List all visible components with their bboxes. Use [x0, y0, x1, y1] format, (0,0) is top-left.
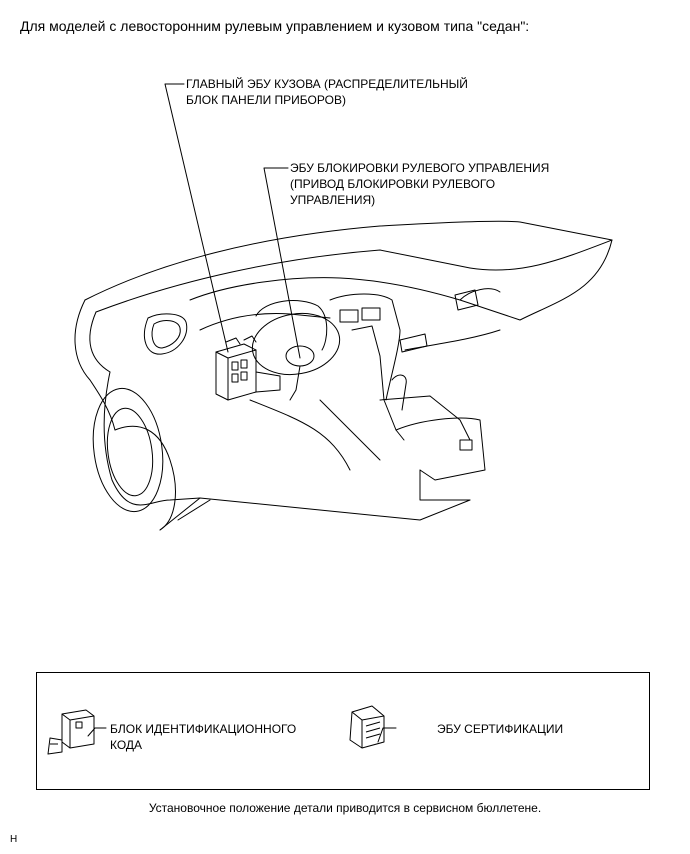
- center-vent-left: [339, 309, 359, 323]
- glovebox-line: [404, 329, 501, 351]
- wheel-arch: [114, 425, 176, 531]
- footwell-right: [319, 399, 381, 461]
- legend-id-code-box: БЛОК ИДЕНТИФИКАЦИОННОГО КОДА: [110, 721, 296, 753]
- armrest: [395, 417, 486, 481]
- leader-lines: [87, 83, 397, 743]
- certification-ecu-icon: [349, 705, 385, 749]
- callout-line: (ПРИВОД БЛОКИРОВКИ РУЛЕВОГО: [290, 177, 496, 191]
- dash-upper-left: [199, 313, 331, 331]
- cluster-hood: [255, 300, 328, 351]
- door-sill: [159, 497, 471, 531]
- callout-line: БЛОК ПАНЕЛИ ПРИБОРОВ): [186, 93, 346, 107]
- callout-line: УПРАВЛЕНИЯ): [290, 193, 376, 207]
- side-mirror-inner: [151, 320, 181, 349]
- front-wheel: [92, 387, 164, 513]
- page-title: Для моделей с левосторонним рулевым упра…: [20, 18, 530, 34]
- console-top: [379, 395, 471, 441]
- callout-line: ГЛАВНЫЙ ЭБУ КУЗОВА (РАСПРЕДЕЛИТЕЛЬНЫЙ: [186, 77, 468, 91]
- callout-steering-lock-ecu: ЭБУ БЛОКИРОВКИ РУЛЕВОГО УПРАВЛЕНИЯ (ПРИВ…: [290, 160, 549, 208]
- figure-code: H: [10, 834, 18, 845]
- sill-detail: [177, 499, 211, 521]
- legend-line: ЭБУ СЕРТИФИКАЦИИ: [437, 722, 564, 736]
- legend-certification-ecu: ЭБУ СЕРТИФИКАЦИИ: [437, 721, 563, 737]
- steering-column: [289, 365, 301, 401]
- dash-right-vent-frame: [459, 288, 501, 301]
- console-side: [419, 469, 471, 501]
- legend-line: КОДА: [110, 738, 143, 752]
- center-console-upper: [329, 293, 401, 401]
- windshield-lower: [95, 249, 471, 313]
- legend-line: БЛОК ИДЕНТИФИКАЦИОННОГО: [110, 722, 297, 736]
- right-vent: [454, 289, 479, 311]
- id-code-box-icon: [47, 709, 95, 755]
- a-pillar: [74, 299, 116, 431]
- callout-main-body-ecu: ГЛАВНЫЙ ЭБУ КУЗОВА (РАСПРЕДЕЛИТЕЛЬНЫЙ БЛ…: [186, 76, 468, 108]
- center-stack: [351, 325, 405, 441]
- steering-wheel: [251, 312, 341, 376]
- main-body-ecu-part: [215, 335, 257, 401]
- door-opening: [103, 371, 201, 506]
- windshield-right: [469, 239, 613, 271]
- center-vent-right: [361, 307, 381, 321]
- console-button: [459, 439, 473, 451]
- footnote: Установочное положение детали приводится…: [148, 801, 542, 815]
- dashboard-top: [189, 239, 613, 321]
- footwell-left: [249, 399, 351, 471]
- front-wheel-inner: [106, 407, 154, 497]
- callout-line: ЭБУ БЛОКИРОВКИ РУЛЕВОГО УПРАВЛЕНИЯ: [290, 161, 550, 175]
- a-pillar-inner: [89, 311, 111, 373]
- dash-lower-panel: [255, 371, 281, 393]
- gear-shifter: [391, 374, 407, 411]
- side-mirror: [144, 313, 188, 355]
- roof-line: [84, 220, 613, 301]
- legend-box: [36, 672, 650, 790]
